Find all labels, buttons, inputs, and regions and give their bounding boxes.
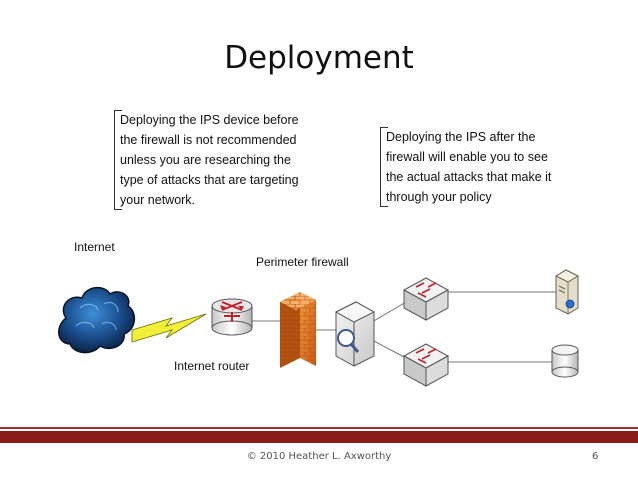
note-ips-before-firewall: Deploying the IPS device before the fire… [114, 110, 310, 210]
router-icon [211, 298, 253, 336]
cloud-icon [58, 286, 136, 354]
connection-lines [252, 291, 556, 363]
server-icon [554, 269, 580, 315]
lightning-icon [131, 313, 207, 343]
firewall-icon [280, 292, 316, 368]
page-number: 6 [592, 451, 599, 462]
database-icon [551, 344, 579, 378]
note-ips-after-firewall: Deploying the IPS after the firewall wil… [380, 127, 566, 207]
switch-icon [402, 277, 450, 321]
slide-title: Deployment [224, 40, 414, 76]
label-internet: Internet [74, 240, 115, 254]
footer-copyright: © 2010 Heather L. Axworthy [246, 451, 392, 462]
footer-rule [0, 427, 638, 429]
switch-icon [402, 343, 450, 387]
ips-icon [334, 301, 376, 367]
label-perimeter-firewall: Perimeter firewall [256, 255, 349, 269]
footer-band [0, 431, 638, 443]
label-internet-router: Internet router [174, 359, 250, 373]
